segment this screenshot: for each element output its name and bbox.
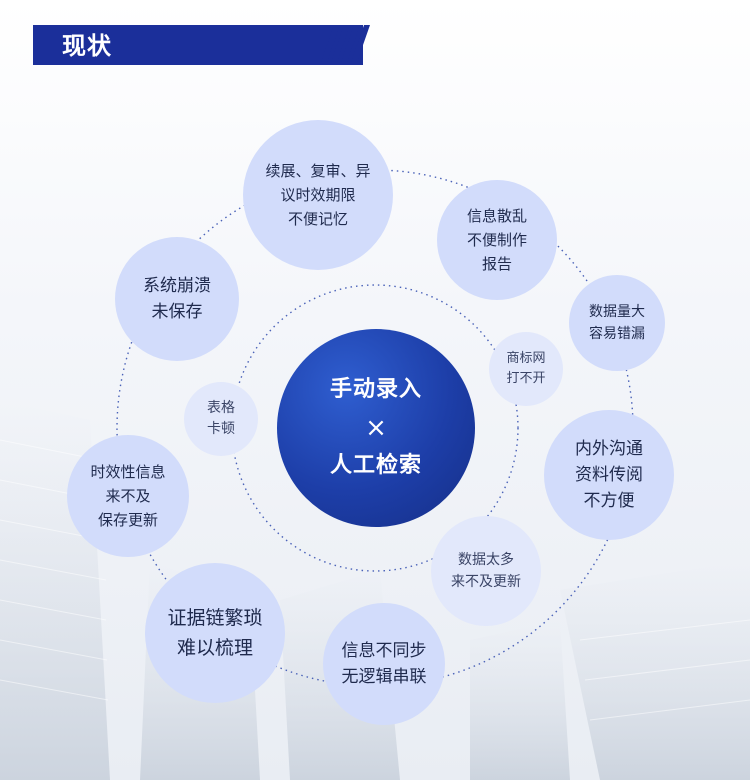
bubble-comm-text: 内外沟通 资料传阅 不方便 — [575, 439, 643, 511]
bubble-toomuch: 数据太多 来不及更新 — [431, 516, 541, 626]
times-mark: × — [365, 413, 387, 443]
bubble-evidence-text: 证据链繁琐 难以梳理 — [167, 607, 263, 659]
bubble-renewal: 续展、复审、异 议时效期限 不便记忆 — [243, 120, 393, 270]
bubble-toomuch-text: 数据太多 来不及更新 — [451, 552, 521, 590]
page-title: 现状 — [62, 32, 112, 60]
bubble-sync-text: 信息不同步 无逻辑串联 — [341, 641, 427, 687]
center-circle: 手动录入 × 人工检索 — [277, 329, 475, 527]
bubble-timely-text: 时效性信息 来不及 保存更新 — [90, 463, 166, 529]
bubble-comm: 内外沟通 资料传阅 不方便 — [544, 410, 674, 540]
bubble-crash: 系统崩溃 未保存 — [115, 237, 239, 361]
center-line-1: 手动录入 — [329, 377, 422, 402]
bubble-sync: 信息不同步 无逻辑串联 — [323, 603, 445, 725]
bubble-crash-text: 系统崩溃 未保存 — [143, 276, 211, 322]
bubble-table: 表格 卡顿 — [184, 382, 258, 456]
bubble-table-text: 表格 卡顿 — [207, 400, 235, 437]
bubble-trademark-text: 商标网 打不开 — [506, 351, 546, 386]
bubble-timely: 时效性信息 来不及 保存更新 — [67, 435, 189, 557]
header-stripes — [320, 25, 370, 65]
bubble-scatter-text: 信息散乱 不便制作 报告 — [466, 207, 527, 273]
header-bar — [33, 25, 363, 65]
center-line-2: 人工检索 — [329, 453, 422, 478]
bubble-trademark: 商标网 打不开 — [489, 332, 563, 406]
bubble-evidence: 证据链繁琐 难以梳理 — [145, 563, 285, 703]
bubble-volume: 数据量大 容易错漏 — [569, 275, 665, 371]
bubble-volume-text: 数据量大 容易错漏 — [589, 304, 645, 342]
bubble-scatter: 信息散乱 不便制作 报告 — [437, 180, 557, 300]
bubble-renewal-text: 续展、复审、异 议时效期限 不便记忆 — [265, 162, 371, 228]
